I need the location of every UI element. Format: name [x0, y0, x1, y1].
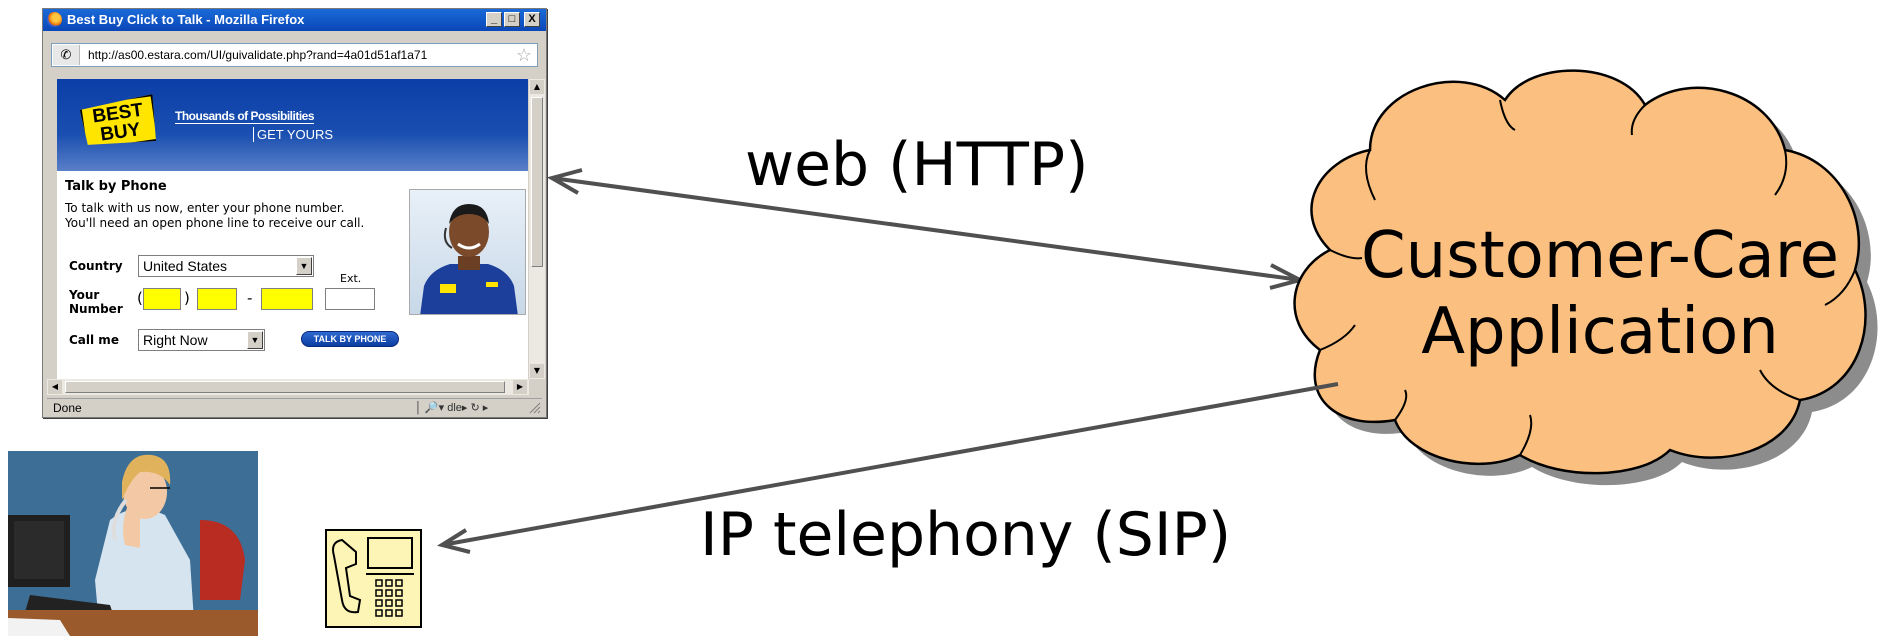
chevron-down-icon[interactable]: ▼ [296, 257, 312, 275]
bestbuy-banner: BEST BUY Thousands of Possibilities GET … [57, 79, 528, 171]
paren-close: ) [184, 289, 190, 307]
cloud-label: Customer-Care Application [1305, 218, 1879, 370]
minimize-button[interactable]: _ [486, 12, 502, 27]
banner-tagline-2: GET YOURS [253, 127, 333, 142]
extension-input[interactable] [325, 288, 375, 310]
browser-window: Best Buy Click to Talk - Mozilla Firefox… [42, 8, 547, 418]
customer-care-cloud [1293, 69, 1878, 486]
vertical-scroll-thumb[interactable] [531, 97, 543, 267]
cloud-label-line-2: Application [1421, 295, 1779, 369]
country-select[interactable]: United States ▼ [138, 255, 314, 277]
sip-arrow [436, 382, 1339, 554]
call-me-value: Right Now [143, 332, 208, 348]
scroll-down-icon[interactable]: ▼ [530, 364, 544, 378]
close-button[interactable]: X [524, 12, 540, 27]
url-bar[interactable]: ✆ http://as00.estara.com/UI/guivalidate.… [51, 43, 538, 67]
talk-by-phone-heading: Talk by Phone [65, 179, 167, 194]
ext-label: Ext. [340, 272, 362, 285]
country-value: United States [143, 258, 228, 274]
number-label: Your Number [69, 288, 123, 316]
chevron-down-icon[interactable]: ▼ [247, 331, 263, 349]
bookmark-star-icon[interactable]: ☆ [515, 45, 532, 65]
instructions-line-1: To talk with us now, enter your phone nu… [65, 201, 345, 215]
horizontal-scroll-thumb[interactable] [65, 381, 505, 393]
cloud-label-line-1: Customer-Care [1360, 219, 1840, 293]
country-label: Country [69, 259, 123, 273]
desk-phone-icon [325, 529, 422, 628]
phone-line-input[interactable] [261, 288, 313, 310]
scroll-left-icon[interactable]: ◀ [48, 380, 62, 394]
web-http-label: web (HTTP) [745, 130, 1089, 200]
number-label-line-1: Your [69, 288, 100, 302]
call-me-select[interactable]: Right Now ▼ [138, 329, 265, 351]
resize-grip-icon[interactable] [529, 402, 541, 414]
instructions-line-2: You'll need an open phone line to receiv… [65, 216, 365, 230]
window-title: Best Buy Click to Talk - Mozilla Firefox [67, 12, 305, 27]
sip-label: IP telephony (SIP) [700, 500, 1232, 570]
page-content: BEST BUY Thousands of Possibilities GET … [57, 79, 528, 379]
url-text[interactable]: http://as00.estara.com/UI/guivalidate.ph… [88, 48, 428, 62]
firefox-icon [47, 12, 62, 27]
number-label-line-2: Number [69, 302, 123, 316]
paren-open: ( [137, 289, 143, 307]
window-titlebar[interactable]: Best Buy Click to Talk - Mozilla Firefox… [43, 9, 546, 31]
banner-tagline: Thousands of Possibilities [175, 109, 315, 124]
phone-handset-icon: ✆ [53, 45, 80, 65]
status-bar: Done │ 🔎▾ dle▸ ↻ ▸ [47, 398, 542, 417]
scroll-up-icon[interactable]: ▲ [530, 80, 544, 94]
talk-by-phone-button[interactable]: TALK BY PHONE [301, 331, 399, 347]
status-text: Done [53, 401, 82, 415]
call-me-label: Call me [69, 333, 119, 347]
scroll-right-icon[interactable]: ▶ [513, 380, 527, 394]
maximize-button[interactable]: □ [504, 12, 520, 27]
status-bar-icons: │ 🔎▾ dle▸ ↻ ▸ [415, 402, 489, 414]
woman-at-desk-illustration [8, 451, 258, 636]
phone-dash: - [247, 289, 253, 307]
agent-photo [409, 189, 526, 315]
phone-prefix-input[interactable] [197, 288, 237, 310]
area-code-input[interactable] [143, 288, 181, 310]
